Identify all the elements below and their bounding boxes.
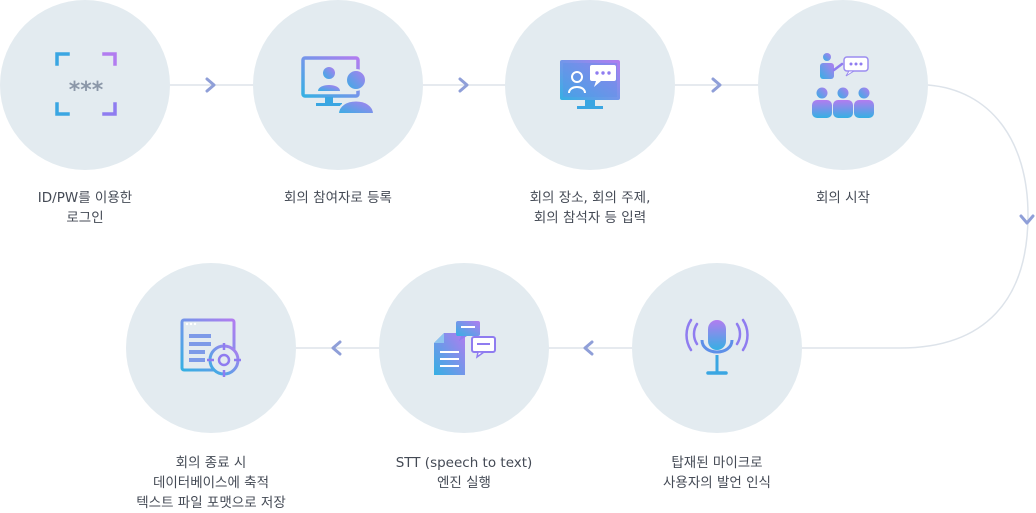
document-chat-icon — [434, 321, 496, 375]
arrow-down-icon — [1019, 214, 1035, 225]
step-caption-meeting-start: 회의 시작 — [816, 190, 870, 206]
step-caption-register: 회의 참여자로 등록 — [284, 190, 392, 206]
step-caption-login: ID/PW를 이용한 로그인 — [37, 190, 133, 226]
arrow-left-icon — [331, 340, 342, 356]
presenter-audience-icon — [812, 53, 874, 118]
arrow-left-icon — [583, 340, 594, 356]
login-frame-icon: *** — [55, 52, 117, 116]
step-circle — [126, 263, 296, 433]
arrows — [205, 77, 1035, 356]
step-caption-meeting-info: 회의 장소, 회의 주제, 회의 참석자 등 입력 — [529, 190, 651, 226]
step-circle — [0, 0, 170, 170]
monitor-chat-icon — [560, 60, 620, 109]
step-circle — [253, 0, 423, 170]
connector-curve — [802, 84, 1029, 349]
step-caption-stt-engine: STT (speech to text) 엔진 실행 — [395, 455, 533, 491]
arrow-right-icon — [711, 77, 722, 93]
microphone-icon — [685, 318, 749, 375]
connectors — [170, 84, 1029, 349]
step-circles — [0, 0, 928, 433]
participant-monitor-icon — [301, 56, 376, 115]
arrow-right-icon — [458, 77, 469, 93]
step-caption-speech-recognition: 탑재된 마이크로 사용자의 발언 인식 — [663, 455, 771, 491]
masked-password-text: *** — [69, 78, 104, 103]
database-window-icon — [180, 318, 241, 377]
step-caption-save-database: 회의 종료 시 데이터베이스에 축적 텍스트 파일 포맷으로 저장 — [136, 455, 286, 511]
step-circle — [758, 0, 928, 170]
arrow-right-icon — [205, 77, 216, 93]
